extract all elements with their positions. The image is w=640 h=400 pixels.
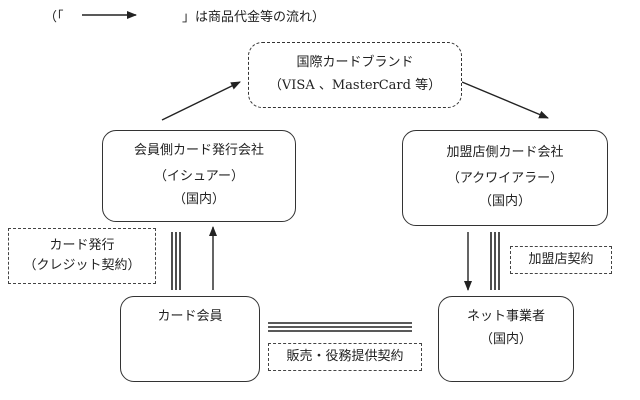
legend-close-text: 」は商品代金等の流れ）: [182, 10, 326, 25]
node-card-brand-subtitle: （VISA 、MasterCard 等）: [268, 78, 442, 93]
label-card-issue-line1: カード発行: [49, 237, 115, 253]
label-sales-contract-text: 販売・役務提供契約: [286, 348, 404, 364]
node-card-member-title: カード会員: [157, 309, 223, 324]
node-merchant-title: ネット事業者: [466, 309, 545, 324]
label-merchant-contract: 加盟店契約: [510, 246, 612, 274]
node-card-brand-title: 国際カードブランド: [296, 55, 414, 71]
label-sales-contract: 販売・役務提供契約: [268, 343, 422, 371]
node-merchant: ネット事業者 （国内）: [438, 296, 574, 382]
node-issuer-region: （国内）: [172, 192, 225, 208]
node-issuer-role: （イシュアー）: [154, 168, 244, 184]
node-acquirer-role: （アクワイアラー）: [446, 170, 564, 186]
legend-open-text: （「: [44, 10, 64, 25]
node-acquirer-title: 加盟店側カード会社: [446, 144, 564, 160]
node-card-member: カード会員: [120, 296, 260, 382]
node-card-brand: 国際カードブランド （VISA 、MasterCard 等）: [248, 42, 462, 108]
node-issuer: 会員側カード発行会社 （イシュアー） （国内）: [102, 130, 296, 222]
node-acquirer: 加盟店側カード会社 （アクワイアラー） （国内）: [402, 130, 608, 226]
label-merchant-contract-text: 加盟店契約: [528, 251, 594, 267]
node-acquirer-region: （国内）: [478, 194, 531, 210]
label-card-issue-line2: （クレジット契約）: [23, 258, 141, 273]
node-issuer-title: 会員側カード発行会社: [133, 142, 264, 158]
node-merchant-region: （国内）: [479, 331, 532, 347]
arrow-issuer-to-brand: [161, 81, 241, 121]
label-card-issue: カード発行 （クレジット契約）: [8, 228, 156, 284]
arrow-brand-to-acquirer: [461, 81, 549, 119]
